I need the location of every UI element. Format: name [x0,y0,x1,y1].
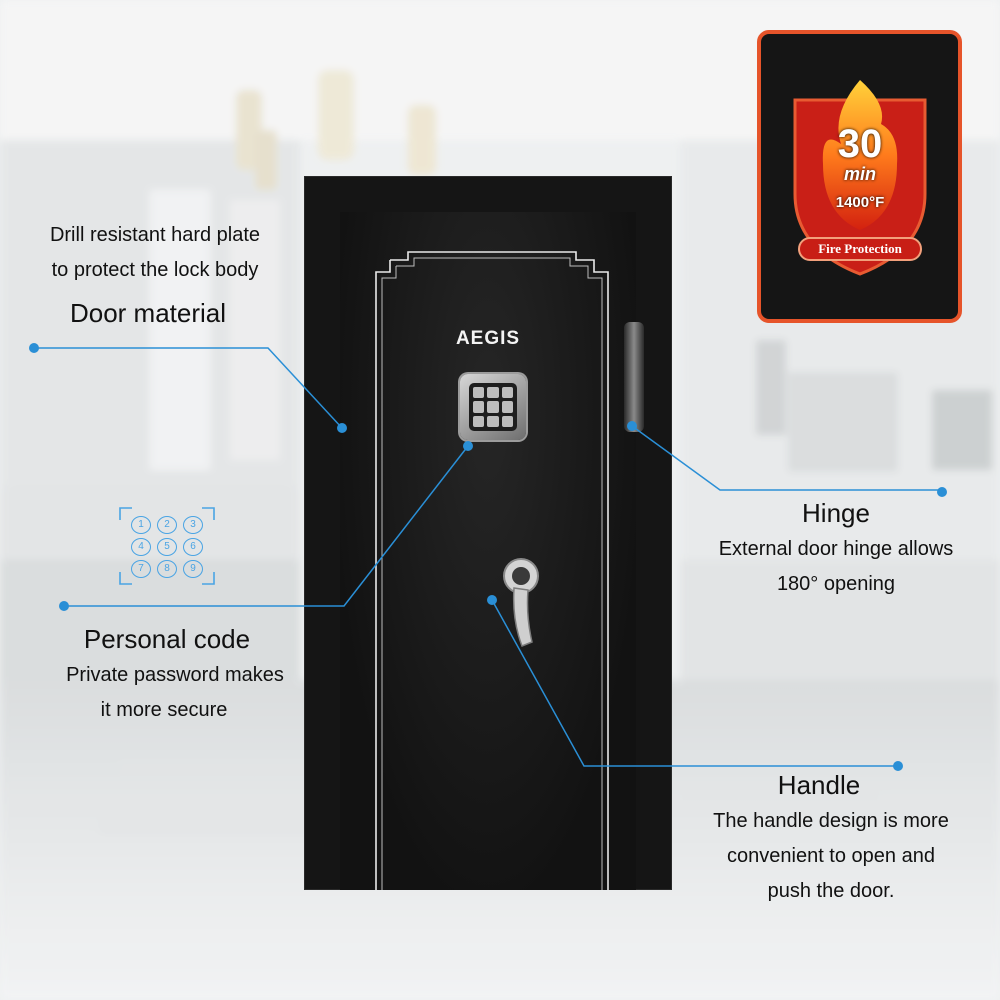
keypad-illustration-key: 9 [183,560,203,578]
callout-hinge: Hinge External door hinge allows 180° op… [676,494,996,602]
keypad-key[interactable] [501,415,513,427]
callout-title: Door material [69,298,227,328]
callout-line: Private password makes [66,664,284,686]
badge-unit: min [843,164,876,184]
callout-title: Handle [777,770,861,800]
badge-temperature: 1400°F [835,194,885,211]
callout-line: 180° opening [776,573,896,595]
keypad-illustration-key: 4 [131,538,151,556]
callout-line: External door hinge allows [718,538,954,560]
badge-minutes: 30 [837,122,883,166]
gun-safe: AEGIS [304,176,672,890]
keypad-illustration-key: 6 [183,538,203,556]
door-hinge [624,322,644,432]
callout-line: push the door. [767,880,895,902]
safe-door: AEGIS [340,212,636,890]
keypad-illustration-key: 7 [131,560,151,578]
keypad-illustration-key: 1 [131,516,151,534]
fire-protection-badge: 30 min 1400°F Fire Protection [757,30,962,323]
keypad-key[interactable] [473,401,485,413]
keypad-illustration-key: 3 [183,516,203,534]
keypad-key[interactable] [487,401,499,413]
keypad-key[interactable] [473,415,485,427]
electronic-keypad[interactable] [460,374,526,440]
keypad-key[interactable] [487,387,499,399]
keypad-key[interactable] [473,387,485,399]
callout-line: Drill resistant hard plate [49,224,261,246]
keypad-key[interactable] [501,387,513,399]
callout-line: The handle design is more [713,810,949,832]
flame-shield-icon [793,80,927,276]
safe-handle[interactable] [500,550,550,660]
callout-line: it more secure [100,699,228,721]
keypad-key[interactable] [487,415,499,427]
callout-title: Personal code [83,624,251,654]
keypad-illustration-key: 8 [157,560,177,578]
brand-logo: AEGIS [455,328,521,349]
keypad-key[interactable] [501,401,513,413]
callout-title: Hinge [802,498,870,528]
badge-ribbon: Fire Protection [818,241,902,256]
callout-personal-code: Personal code Private password makes it … [20,620,330,728]
callout-line: convenient to open and [727,845,935,867]
door-pinstripe [375,251,609,890]
callout-door-material: Drill resistant hard plate to protect th… [10,218,300,332]
callout-handle: Handle The handle design is more conveni… [676,766,986,909]
keypad-illustration-key: 5 [157,538,177,556]
callout-line: to protect the lock body [51,259,259,281]
keypad-illustration-key: 2 [157,516,177,534]
